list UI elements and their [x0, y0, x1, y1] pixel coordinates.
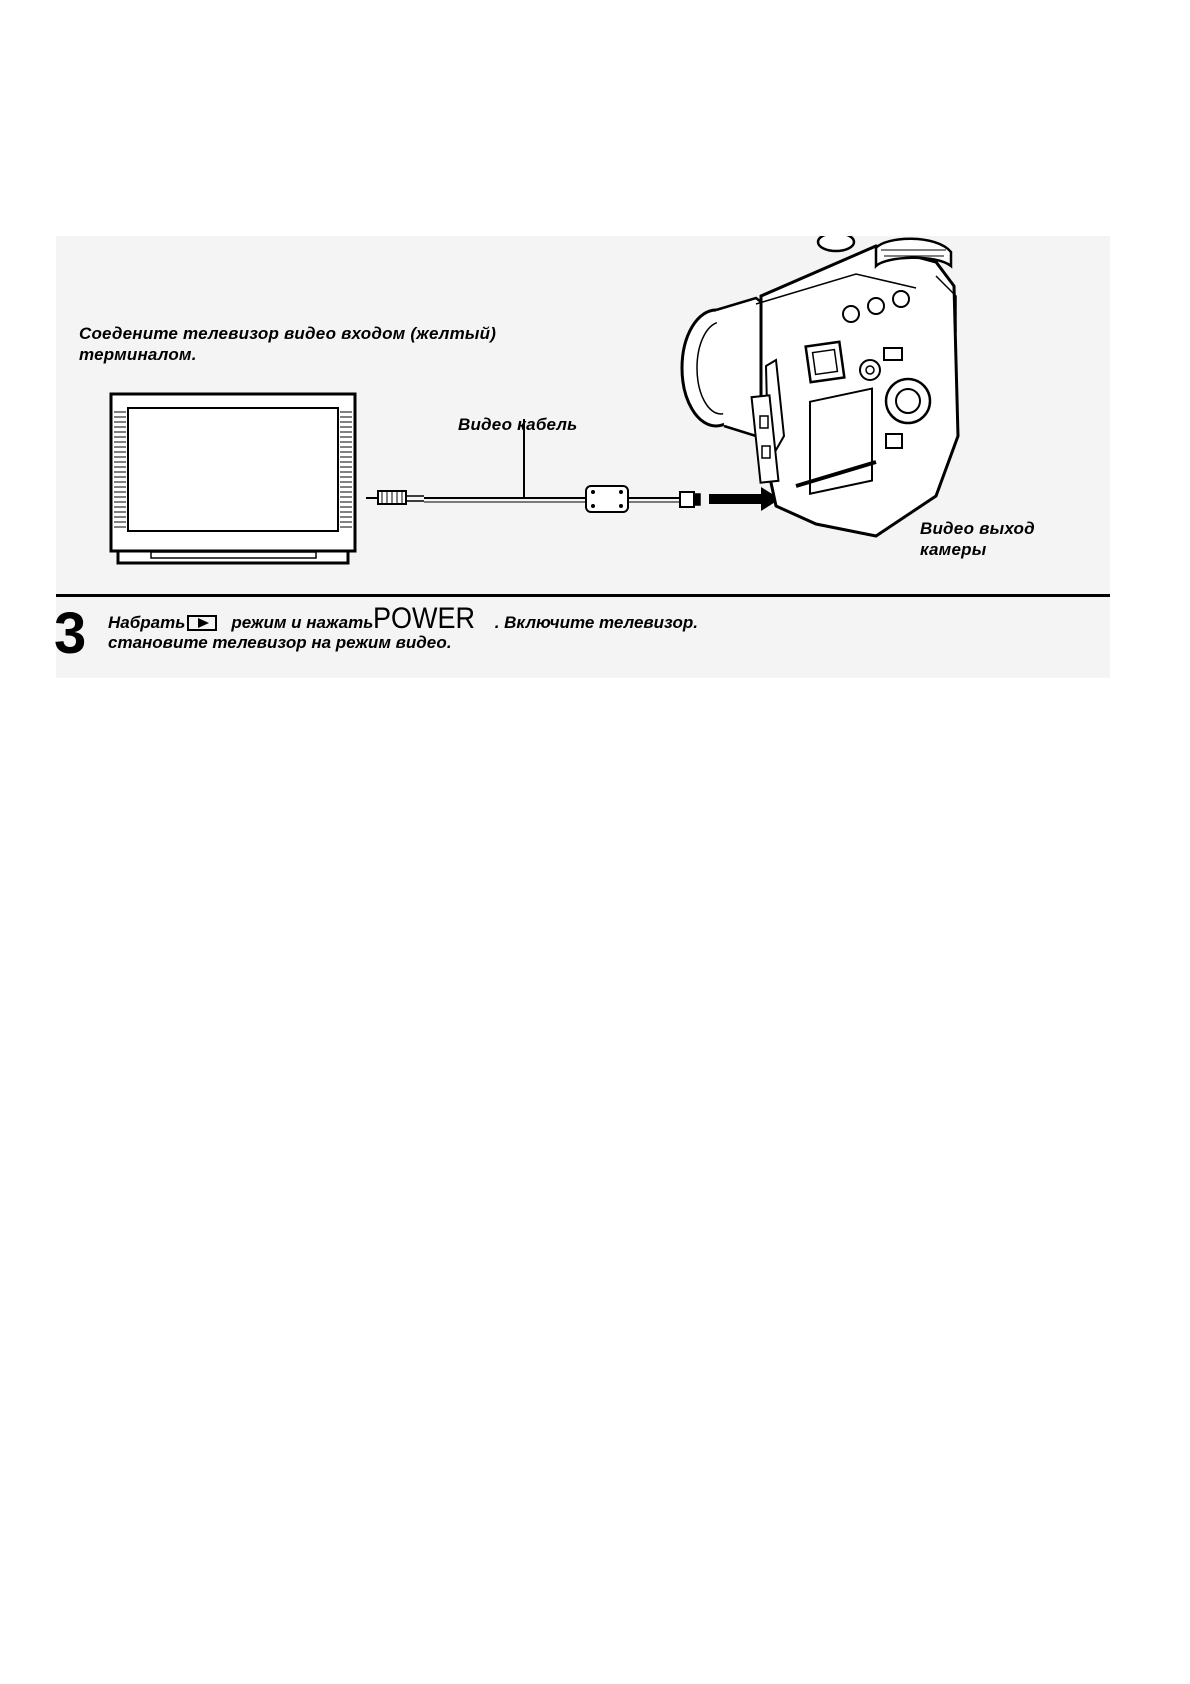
video-cable-illustration [366, 419, 701, 513]
play-icon [187, 615, 218, 631]
step-number: 3 [54, 601, 87, 666]
video-cable-label: Видео кабель [458, 415, 578, 434]
power-button-label: POWER [373, 602, 476, 635]
step-text-part: режим и нажать [231, 613, 374, 632]
section-divider [56, 594, 1110, 597]
step-line-2: становите телевизор на режим видео. [108, 633, 452, 652]
step-line-1: Набрать режим и нажать POWER . Включите … [108, 604, 698, 634]
camera-video-out-label: Видео выход камеры [920, 519, 1035, 559]
camera-illustration [680, 236, 960, 538]
tv-connection-caption: Соедените телевизор видео входом (желтый… [79, 324, 497, 364]
step-instruction: Набрать режим и нажать POWER . Включите … [108, 604, 698, 653]
connection-illustration [109, 236, 960, 565]
step-text-part: Набрать [108, 613, 186, 632]
step-text-part: . Включите телевизор. [494, 613, 698, 632]
tv-illustration [109, 392, 357, 565]
